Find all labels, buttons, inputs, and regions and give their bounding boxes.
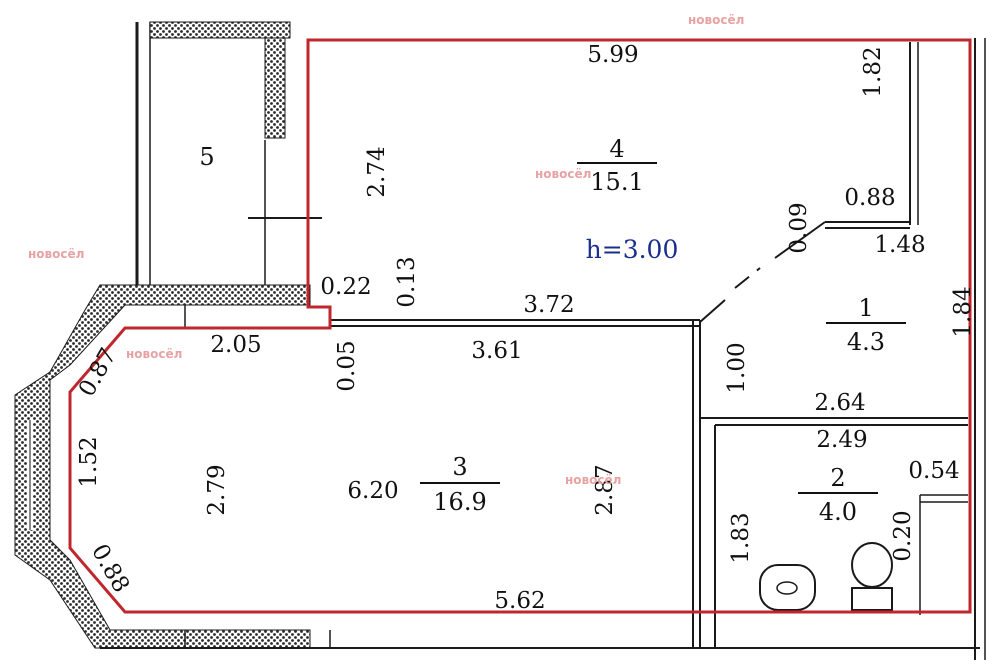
- dim-label: 5.62: [494, 588, 545, 614]
- dim-label: 2.79: [204, 464, 230, 515]
- washbasin-icon: [759, 564, 816, 611]
- dim-label: 6.20: [347, 478, 398, 504]
- svg-text:15.1: 15.1: [590, 168, 643, 196]
- dim-label: 0.54: [908, 458, 959, 484]
- dim-label: 2.49: [816, 427, 867, 453]
- room-label-2: 2 4.0: [798, 464, 878, 526]
- bay-window-wall: [14, 284, 311, 649]
- svg-text:3: 3: [452, 453, 467, 481]
- dim-label: 1.84: [950, 286, 976, 337]
- dim-label: 5.99: [587, 42, 638, 68]
- dim-label: 2.64: [814, 390, 865, 416]
- dim-label: 1.48: [874, 232, 925, 258]
- dim-label: 0.13: [394, 256, 420, 307]
- svg-text:4: 4: [609, 135, 624, 163]
- dim-label: 1.52: [76, 436, 102, 487]
- room-label-3: 3 16.9: [420, 453, 500, 516]
- watermark-logo: новосёл: [688, 13, 744, 27]
- svg-text:5: 5: [199, 143, 214, 171]
- dim-label: 3.61: [471, 338, 522, 364]
- dim-label: 1.83: [728, 512, 754, 563]
- svg-text:4.3: 4.3: [847, 328, 885, 356]
- toilet-icon: [851, 542, 893, 611]
- dim-label: 0.22: [320, 274, 371, 300]
- svg-text:2: 2: [830, 464, 845, 492]
- dim-label: 1.82: [860, 46, 886, 97]
- dim-label: 0.05: [334, 340, 360, 391]
- ceiling-height: h=3.00: [586, 235, 679, 264]
- balcony: [135, 21, 322, 285]
- room-label-1: 1 4.3: [826, 294, 906, 356]
- dimension-labels: 5.99 1.82 2.74 0.88 0.09 1.48 0.22 0.13 …: [74, 42, 976, 614]
- dim-label: 2.05: [210, 332, 261, 358]
- apartment-outline: [68, 38, 972, 614]
- svg-text:4.0: 4.0: [819, 498, 857, 526]
- room-label-4: 4 15.1: [577, 135, 657, 196]
- dim-label: 2.74: [364, 146, 390, 197]
- svg-text:16.9: 16.9: [433, 488, 486, 516]
- watermarks: новосёл новосёл новосёл новосёл новосёл: [28, 13, 744, 487]
- interior-walls: [100, 38, 986, 660]
- svg-text:1: 1: [858, 294, 873, 322]
- watermark-logo: новосёл: [535, 167, 591, 181]
- dim-label: 1.00: [724, 342, 750, 393]
- dim-label: 0.20: [890, 510, 916, 561]
- dim-label: 0.09: [786, 202, 812, 253]
- dim-label: 0.88: [86, 540, 134, 597]
- dim-label: 0.88: [844, 185, 895, 211]
- room-label-5: 5: [199, 143, 214, 171]
- watermark-logo: новосёл: [28, 247, 84, 261]
- dim-label: 3.72: [523, 292, 574, 318]
- dim-label: 2.87: [592, 464, 618, 515]
- watermark-logo: новосёл: [126, 347, 182, 361]
- watermark-logo: новосёл: [565, 473, 621, 487]
